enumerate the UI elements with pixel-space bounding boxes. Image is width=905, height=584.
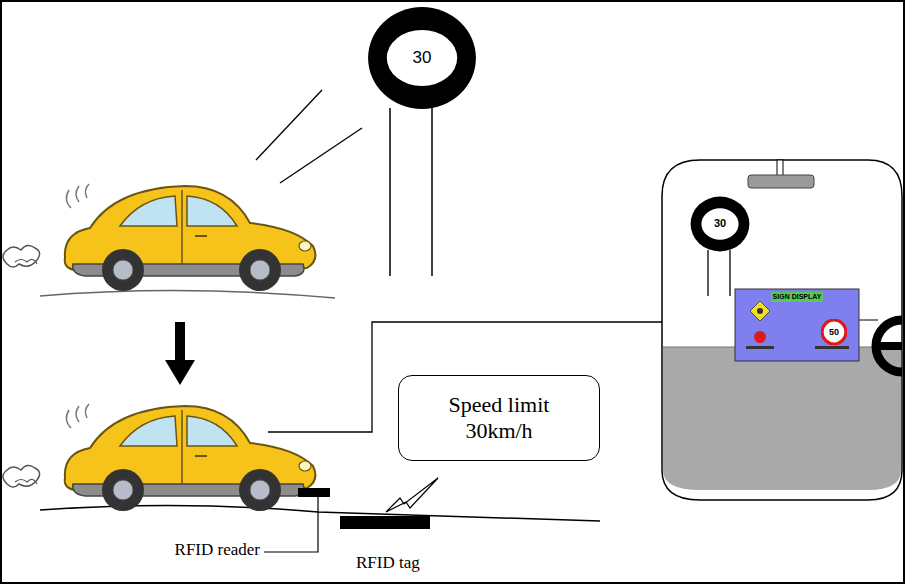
dashboard-view-part (748, 175, 814, 188)
car-reading (3, 404, 315, 511)
part-label: RFID reader (175, 540, 260, 560)
rfid-reader (264, 488, 330, 552)
sight-lines-part (280, 128, 362, 183)
dashboard-view-part (663, 347, 901, 490)
display-panel-screen-part (750, 301, 770, 321)
sign-post-part (389, 108, 391, 276)
sign-post (390, 108, 432, 276)
rfid-tag (340, 516, 430, 529)
sight-lines (256, 90, 362, 183)
display-speed-sign: 50 (821, 319, 847, 345)
radio-signal-part (386, 478, 438, 512)
display-speed-sign-texts: 50 (821, 319, 847, 345)
down-arrow-part (165, 360, 195, 385)
dashboard-speed-sign-texts: 30 (690, 196, 750, 252)
sign-ring (822, 320, 846, 344)
car-reading-part (3, 404, 315, 511)
speed-limit-callout: Speed limit 30km/h (398, 375, 600, 461)
car-approaching-part (3, 184, 315, 291)
sign-text: 50 (829, 327, 839, 338)
down-arrow-part (175, 322, 185, 362)
rfid-reader-part (264, 497, 318, 552)
down-arrow (165, 322, 195, 385)
display-panel-screen-part (735, 289, 859, 361)
part-label: RFID tag (356, 553, 420, 573)
sign-face (387, 30, 457, 86)
sign-display-panel-texts: SIGN DISPLAY (735, 289, 859, 302)
speed-sign: 30 (367, 6, 477, 110)
rfid-tag-part (340, 516, 430, 529)
dashboard-view-part (876, 320, 902, 372)
dashboard-view (662, 160, 902, 500)
sign-display-panel: SIGN DISPLAY 50 (735, 289, 859, 361)
sign-text: 30 (714, 217, 726, 230)
sign-face (701, 208, 738, 239)
road-part (40, 290, 335, 298)
dashboard-view-part (777, 160, 783, 176)
dashboard-view-part (858, 320, 878, 321)
rfid-reader-part (298, 488, 330, 497)
sign-ring (691, 197, 750, 252)
display-panel-screen-part (815, 346, 849, 349)
display-panel-screen-part (746, 346, 774, 349)
sign-text: Speed limit 30km/h (424, 392, 574, 445)
speed-limit-callout-texts: Speed limit 30km/h (399, 376, 599, 460)
dashboard-view-part (876, 342, 902, 350)
dashboard-speed-sign: 30 (690, 196, 750, 252)
sign-post-part (431, 108, 433, 276)
display-panel-screen (735, 289, 859, 361)
radio-signal (386, 478, 438, 512)
dashboard-view-part (662, 160, 902, 500)
dashboard-view-part (729, 250, 730, 296)
speed-sign-texts: 30 (367, 6, 477, 110)
display-panel-screen-part (757, 308, 763, 314)
car-approaching (3, 184, 315, 291)
sign-text: 30 (413, 48, 432, 68)
display-panel-screen-part (754, 331, 766, 343)
panel-title: SIGN DISPLAY (771, 292, 824, 302)
sight-lines-part (256, 90, 322, 160)
dashboard-view-part (707, 250, 708, 296)
sign-ring (368, 7, 476, 109)
